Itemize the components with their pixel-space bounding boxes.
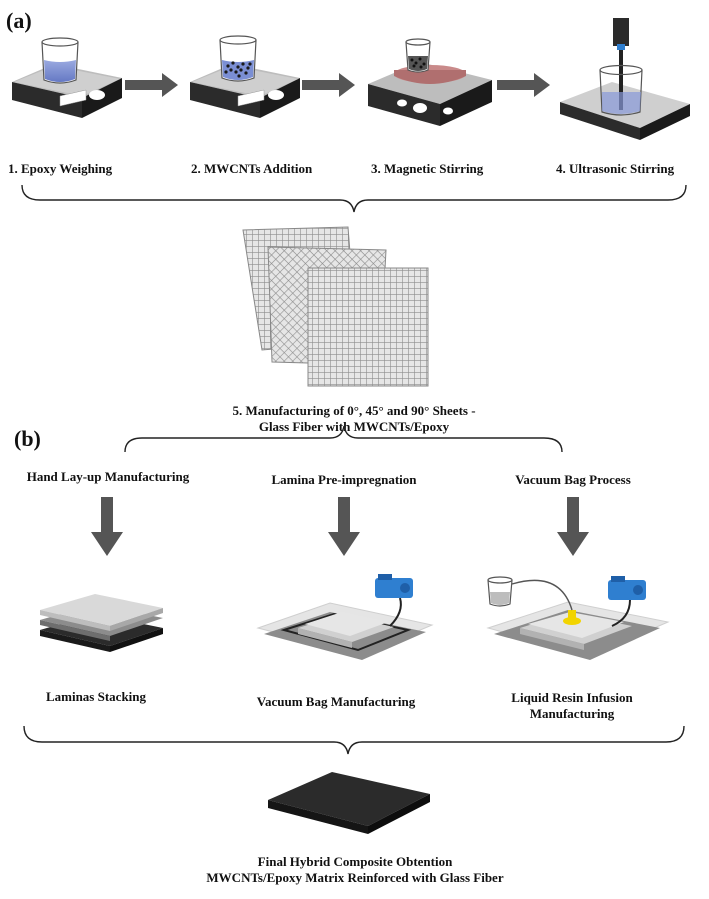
sheets-caption-line-1: 5. Manufacturing of 0°, 45° and 90° Shee…	[232, 403, 475, 418]
method-label-prepreg: Lamina Pre-impregnation	[271, 472, 417, 487]
arrow-right-3	[497, 73, 550, 97]
brace-methods	[124, 425, 563, 453]
step-label-4: 4. Ultrasonic Stirring	[556, 161, 675, 176]
arrow-right-2	[302, 73, 355, 97]
ultrasonic-probe-icon	[560, 18, 690, 140]
brace-results	[23, 725, 685, 755]
panel-a-label: (a)	[6, 8, 32, 33]
arrow-down-3	[557, 497, 589, 556]
arrow-right-1	[125, 73, 178, 97]
result-label-infusion-line-1: Liquid Resin Infusion	[511, 690, 633, 705]
fiber-sheets-icon	[242, 226, 429, 387]
panel-b-label: (b)	[14, 426, 41, 451]
result-label-infusion-line-2: Manufacturing	[530, 706, 615, 721]
step-label-2: 2. MWCNTs Addition	[191, 161, 313, 176]
scale-with-mwcnt-beaker-icon	[190, 35, 300, 118]
arrow-down-1	[91, 497, 123, 556]
sheets-caption-line-2: Glass Fiber with MWCNTs/Epoxy	[259, 419, 450, 434]
resin-infusion-icon	[486, 576, 670, 660]
method-label-vacuum: Vacuum Bag Process	[515, 472, 631, 487]
vacuum-bag-icon	[256, 574, 434, 660]
arrow-down-2	[328, 497, 360, 556]
result-label-stacking: Laminas Stacking	[46, 689, 147, 704]
brace-steps	[21, 184, 687, 213]
method-label-hand-layup: Hand Lay-up Manufacturing	[27, 469, 190, 484]
step-label-3: 3. Magnetic Stirring	[371, 161, 484, 176]
result-label-vacuum-bag: Vacuum Bag Manufacturing	[257, 694, 416, 709]
scale-with-beaker-icon	[12, 37, 122, 118]
final-composite-plate-icon	[268, 772, 430, 834]
step-label-1: 1. Epoxy Weighing	[8, 161, 113, 176]
magnetic-stirrer-icon	[368, 38, 492, 126]
final-caption-line-1: Final Hybrid Composite Obtention	[258, 854, 453, 869]
final-caption-line-2: MWCNTs/Epoxy Matrix Reinforced with Glas…	[206, 870, 503, 885]
laminas-stack-icon	[40, 594, 163, 652]
